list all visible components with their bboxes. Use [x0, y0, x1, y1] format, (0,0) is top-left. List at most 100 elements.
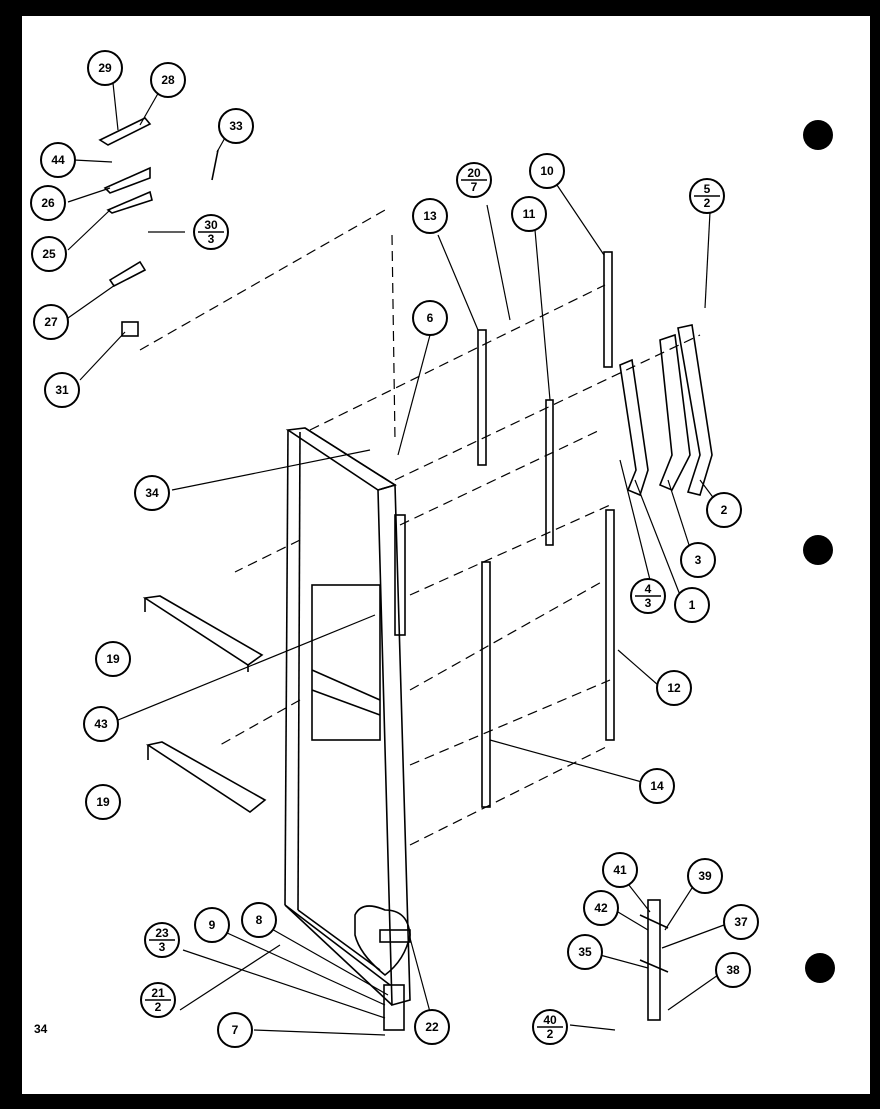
callout-circle — [412, 300, 448, 336]
callout-circle — [40, 142, 76, 178]
callout-number: 37 — [734, 915, 748, 929]
callout-circle — [217, 1012, 253, 1048]
parts-drawing — [67, 82, 725, 1036]
callout-circle — [150, 62, 186, 98]
callout-number: 44 — [51, 153, 65, 167]
callout-circle — [674, 587, 710, 623]
callout-number: 1 — [689, 598, 696, 612]
callout-c38: 38 — [715, 952, 751, 988]
callout-number: 3 — [695, 553, 702, 567]
callout-number: 43 — [94, 717, 108, 731]
callout-number: 6 — [427, 311, 434, 325]
callout-circle — [529, 153, 565, 189]
callout-number: 42 — [594, 901, 608, 915]
callout-number: 33 — [229, 119, 243, 133]
callout-number: 11 — [523, 207, 536, 221]
callout-number-top: 23 — [155, 926, 169, 940]
callout-c6: 6 — [412, 300, 448, 336]
callout-number: 39 — [698, 869, 712, 883]
callout-number-bottom: 3 — [159, 940, 166, 954]
exploded-parts-diagram: 2928334426253032731132071110526342343119… — [30, 50, 835, 1048]
callout-circle — [723, 904, 759, 940]
callout-c33: 33 — [218, 108, 254, 144]
callout-circle — [87, 50, 123, 86]
callout-number: 41 — [613, 863, 627, 877]
callout-c11: 11 — [511, 196, 547, 232]
callout-c25: 25 — [31, 236, 67, 272]
bottom-hinge-assembly — [379, 899, 669, 1031]
callout-circle — [511, 196, 547, 232]
callout-c1: 1 — [674, 587, 710, 623]
binder-hole — [803, 535, 833, 565]
callout-c29: 29 — [87, 50, 123, 86]
callout-c28: 28 — [150, 62, 186, 98]
binder-hole — [805, 953, 835, 983]
callout-c35: 35 — [567, 934, 603, 970]
callout-number: 8 — [256, 913, 263, 927]
callout-circle — [687, 858, 723, 894]
callout-number: 26 — [41, 196, 55, 210]
callout-circle — [412, 198, 448, 234]
callout-circle — [583, 890, 619, 926]
callout-c23_3: 233 — [144, 922, 180, 958]
callout-number-top: 20 — [467, 166, 481, 180]
callout-circle — [95, 641, 131, 677]
callout-number: 25 — [42, 247, 56, 261]
callout-c10: 10 — [529, 153, 565, 189]
callout-c5_2: 52 — [689, 178, 725, 214]
callout-c8: 8 — [241, 902, 277, 938]
callout-circle — [656, 670, 692, 706]
callout-number: 7 — [232, 1023, 239, 1037]
callout-c40_2: 402 — [532, 1009, 568, 1045]
callout-number-top: 21 — [151, 986, 165, 1000]
callout-circle — [241, 902, 277, 938]
callout-c30_3: 303 — [193, 214, 229, 250]
door-shelf-rails — [142, 595, 267, 813]
callout-c31: 31 — [44, 372, 80, 408]
callout-circle — [33, 304, 69, 340]
callout-number: 2 — [721, 503, 728, 517]
callout-circle — [567, 934, 603, 970]
callout-number-bottom: 2 — [704, 196, 711, 210]
callout-c19a: 19 — [95, 641, 131, 677]
callout-circle — [414, 1009, 450, 1045]
callout-number: 9 — [209, 918, 216, 932]
callout-c4_3: 43 — [630, 578, 666, 614]
callout-circle — [85, 784, 121, 820]
alignment-lines — [139, 209, 701, 846]
callout-number-top: 4 — [645, 582, 652, 596]
callout-circle — [706, 492, 742, 528]
callout-c37: 37 — [723, 904, 759, 940]
callout-circle — [639, 768, 675, 804]
callout-c12: 12 — [656, 670, 692, 706]
callout-c41: 41 — [602, 852, 638, 888]
callout-c39: 39 — [687, 858, 723, 894]
callout-number-bottom: 2 — [547, 1027, 554, 1041]
callout-c3: 3 — [680, 542, 716, 578]
callout-number-bottom: 7 — [471, 180, 478, 194]
callout-circle — [30, 185, 66, 221]
callout-number: 12 — [667, 681, 681, 695]
callout-circle — [83, 706, 119, 742]
callout-c13: 13 — [412, 198, 448, 234]
callout-circle — [680, 542, 716, 578]
callout-circle — [44, 372, 80, 408]
binder-holes — [803, 120, 835, 983]
callout-c27: 27 — [33, 304, 69, 340]
callout-number-top: 40 — [543, 1013, 557, 1027]
callout-number-top: 5 — [704, 182, 711, 196]
leader-lines — [67, 82, 725, 1036]
callout-c7: 7 — [217, 1012, 253, 1048]
callout-number: 29 — [98, 61, 112, 75]
callout-number-bottom: 3 — [208, 232, 215, 246]
callout-c19b: 19 — [85, 784, 121, 820]
callout-number: 13 — [423, 209, 437, 223]
callout-number: 38 — [726, 963, 740, 977]
callout-c22: 22 — [414, 1009, 450, 1045]
hinge-cover-assembly — [98, 117, 219, 337]
callout-circle — [134, 475, 170, 511]
callout-circle — [31, 236, 67, 272]
callout-number: 19 — [96, 795, 110, 809]
callout-number: 28 — [161, 73, 175, 87]
